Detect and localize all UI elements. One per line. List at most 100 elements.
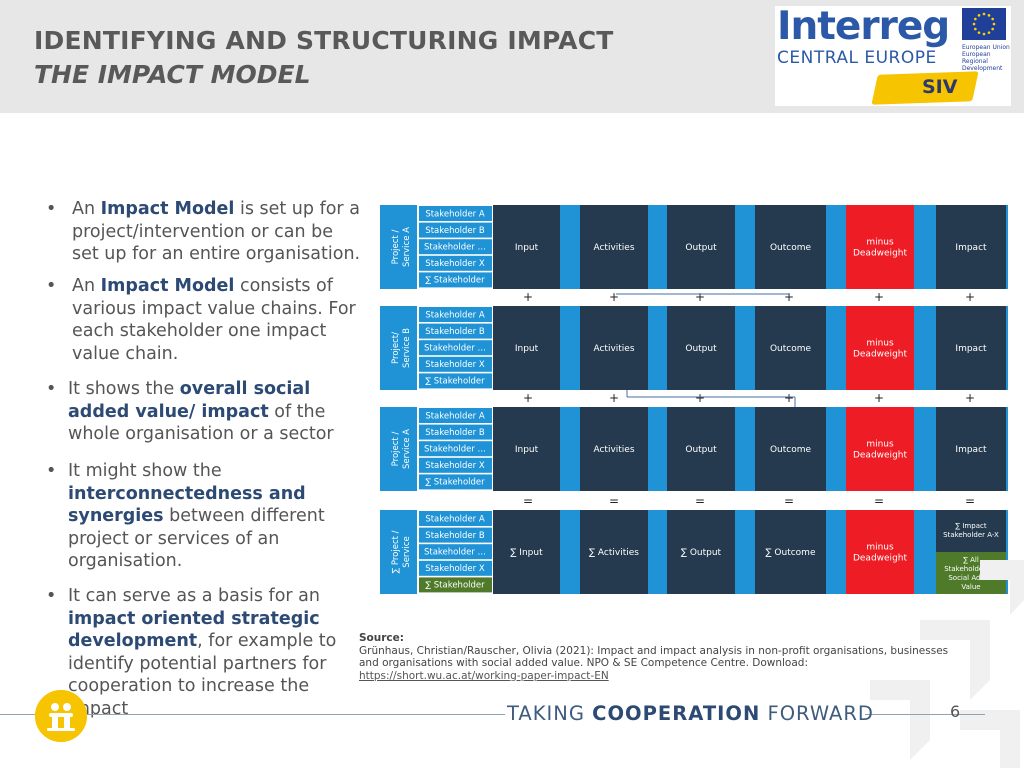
- stakeholder-box: [419, 441, 492, 457]
- chain-box: [755, 510, 826, 594]
- stakeholder-label: Stakeholder …: [424, 445, 486, 455]
- stakeholder-box: [419, 323, 492, 339]
- chain-label: Impact: [955, 344, 987, 354]
- chain-label: Output: [685, 243, 717, 253]
- stakeholder-box: [419, 373, 492, 389]
- operator-symbol: +: [784, 290, 794, 304]
- bullet-dot-icon: •: [46, 276, 57, 296]
- bullet-item: •It might show the interconnectedness an…: [44, 460, 364, 573]
- side-label: Project/Service B: [391, 328, 412, 368]
- stakeholder-box: [419, 206, 492, 221]
- logo-region: CENTRAL EUROPE: [777, 48, 937, 68]
- chain-label: ∑ Input: [510, 548, 543, 558]
- stakeholder-box: [419, 424, 492, 440]
- stakeholder-label: Stakeholder A: [425, 514, 485, 524]
- stakeholder-label: Stakeholder …: [424, 548, 486, 558]
- operator-symbol: +: [874, 290, 884, 304]
- bullet-dot-icon: •: [46, 586, 57, 606]
- operator-symbol: +: [965, 391, 975, 405]
- bullet-segment: consists of various impact value chains.…: [72, 276, 356, 364]
- operator-symbol: +: [609, 290, 619, 304]
- slide-title: IDENTIFYING AND STRUCTURING IMPACT: [34, 26, 614, 55]
- eu-flag-icon: [962, 8, 1006, 40]
- bullet-emphasis: Impact Model: [100, 276, 235, 296]
- stakeholder-box: [419, 544, 492, 560]
- bullet-emphasis: interconnectedness and synergies: [68, 483, 306, 527]
- operator-symbol: +: [874, 391, 884, 405]
- operator-symbol: +: [784, 391, 794, 405]
- stakeholder-label: Stakeholder B: [425, 327, 485, 337]
- stakeholder-box: [419, 340, 492, 356]
- chain-box: [493, 205, 560, 289]
- bullet-text: It shows the overall social added value/…: [44, 378, 364, 446]
- chain-label: Outcome: [770, 344, 812, 354]
- stakeholder-label: Stakeholder B: [425, 428, 485, 438]
- chain-box: [667, 306, 735, 390]
- bullet-emphasis: overall social added value/ impact: [68, 379, 311, 422]
- stakeholder-label: Stakeholder B: [425, 531, 485, 541]
- chain-box: [493, 407, 560, 491]
- operator-symbol: =: [784, 494, 794, 508]
- stakeholder-label: Stakeholder A: [425, 209, 485, 219]
- bullet-item: •An Impact Model is set up for a project…: [44, 198, 364, 266]
- chain-box: [846, 407, 914, 491]
- stakeholder-label: ∑ Stakeholder: [425, 478, 485, 488]
- side-band: [380, 306, 417, 390]
- chain-box: [580, 407, 648, 491]
- source-link[interactable]: https://short.wu.ac.at/working-paper-imp…: [359, 669, 609, 682]
- chain-box: [846, 510, 914, 594]
- chain-box: [755, 407, 826, 491]
- chain-label: Outcome: [770, 445, 812, 455]
- stakeholder-box: [419, 577, 492, 593]
- stakeholder-box: [419, 239, 492, 255]
- stakeholder-box: [419, 272, 492, 288]
- side-band: [380, 407, 417, 491]
- chain-label: Output: [685, 344, 717, 354]
- stakeholder-box: [419, 474, 492, 490]
- operator-symbol: =: [523, 494, 533, 508]
- chain-band: [493, 205, 1008, 289]
- stakeholder-label: ∑ Stakeholder: [425, 581, 485, 591]
- eu-text-line: European Union: [962, 44, 1010, 51]
- bullet-segment: is set up for a project/intervention or …: [72, 199, 361, 264]
- chain-box: [580, 510, 648, 594]
- operator-symbol: +: [609, 391, 619, 405]
- operator-symbol: +: [523, 391, 533, 405]
- logo-brand: Interreg: [777, 4, 950, 49]
- side-label: ∑ Project /Service: [391, 530, 412, 573]
- chain-box: [755, 205, 826, 289]
- stakeholder-box: [419, 255, 492, 271]
- chain-box: [493, 510, 560, 594]
- footer-divider: [0, 714, 505, 715]
- stakeholder-label: Stakeholder X: [425, 564, 485, 574]
- bullet-segment: , for example to identify potential part…: [68, 631, 337, 719]
- operator-symbol: +: [695, 391, 705, 405]
- side-label: Project /Service A: [391, 429, 412, 469]
- stakeholder-label: Stakeholder X: [425, 461, 485, 471]
- chain-label: Output: [685, 445, 717, 455]
- operator-symbol: =: [695, 494, 705, 508]
- chain-box: [936, 205, 1006, 289]
- footer-tagline: TAKING COOPERATION FORWARD: [507, 702, 874, 725]
- stakeholder-label: Stakeholder X: [425, 259, 485, 269]
- stakeholder-label: ∑ Stakeholder: [425, 377, 485, 387]
- stakeholder-label: Stakeholder X: [425, 360, 485, 370]
- chain-label: Activities: [593, 344, 634, 354]
- source-label: Source:: [359, 632, 404, 644]
- chain-label: Activities: [593, 445, 634, 455]
- stakeholder-label: Stakeholder …: [424, 243, 486, 253]
- tagline-pre: TAKING: [507, 702, 593, 725]
- stakeholder-box: [419, 560, 492, 576]
- chain-box: [493, 306, 560, 390]
- chain-band: [493, 510, 1008, 594]
- chain-box: [936, 306, 1006, 390]
- operator-symbol: =: [965, 494, 975, 508]
- chain-box: [667, 205, 735, 289]
- bullet-segment: between different project or services of…: [68, 506, 325, 571]
- tagline-bold: COOPERATION: [592, 702, 761, 725]
